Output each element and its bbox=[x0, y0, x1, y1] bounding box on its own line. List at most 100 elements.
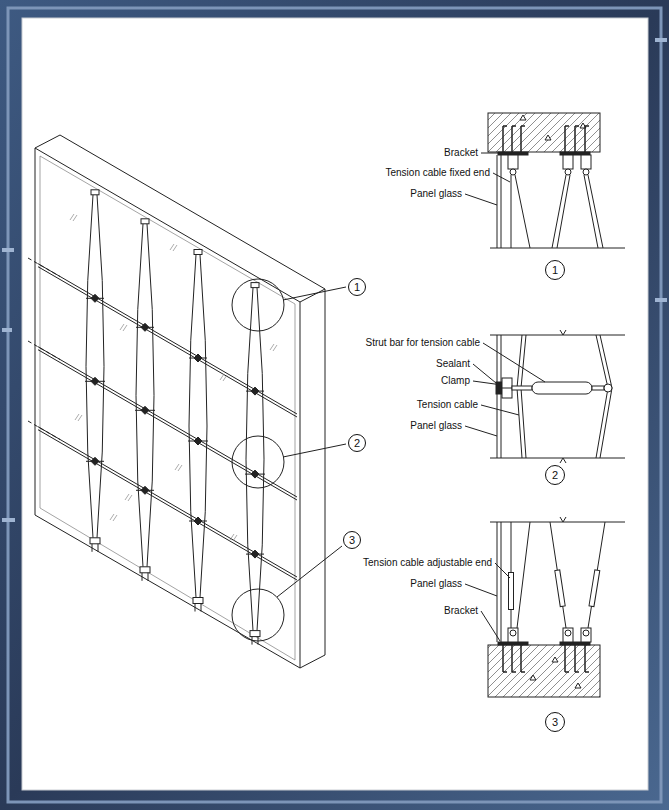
curtain-wall-isometric bbox=[28, 135, 346, 668]
detail-top-fixed-end-part bbox=[465, 153, 510, 205]
part-label: Panel glass bbox=[410, 578, 462, 590]
detail-top-fixed-end-part bbox=[488, 113, 600, 152]
curtain-wall-isometric-part-part bbox=[193, 598, 203, 604]
callout-number: 2 bbox=[552, 469, 558, 481]
curtain-wall-isometric-part-part bbox=[140, 567, 150, 573]
curtain-wall-isometric-part-part bbox=[91, 190, 99, 195]
callout-number: 1 bbox=[354, 281, 360, 293]
curtain-wall-isometric-part-part bbox=[141, 323, 149, 494]
detail-bottom-adjustable-end-part bbox=[510, 630, 516, 636]
curtain-wall-isometric-part-part bbox=[250, 631, 260, 637]
detail-strut-bar-part bbox=[517, 335, 612, 458]
detail-strut-bar-part bbox=[502, 388, 512, 389]
curtain-wall-isometric-part-part bbox=[251, 283, 259, 288]
part-label: Strut bar for tension cable bbox=[365, 337, 480, 349]
detail-strut-bar-part bbox=[490, 335, 625, 458]
part-label: Bracket bbox=[444, 605, 478, 617]
curtain-wall-isometric-part bbox=[40, 156, 295, 660]
curtain-wall-isometric-part bbox=[232, 279, 284, 331]
detail-bottom-adjustable-end-part bbox=[503, 645, 589, 672]
part-label: Tension cable adjustable end bbox=[363, 557, 492, 569]
curtain-wall-isometric-part-part bbox=[141, 219, 149, 224]
part-label: Tension cable bbox=[417, 399, 478, 411]
curtain-wall-isometric-part bbox=[28, 258, 60, 440]
detail-bottom-adjustable-end-part bbox=[511, 570, 597, 610]
part-label: Sealant bbox=[436, 358, 470, 370]
detail-top-fixed-end-part bbox=[520, 115, 586, 140]
curtain-wall-isometric-part bbox=[91, 294, 259, 558]
detail-top-fixed-end-part bbox=[510, 169, 516, 175]
detail-top-fixed-end-part bbox=[511, 175, 603, 248]
callout-number: 1 bbox=[552, 264, 558, 276]
curtain-wall-isometric-part bbox=[277, 287, 346, 597]
detail-strut-bar-part bbox=[532, 382, 592, 394]
detail-bottom-adjustable-end-part bbox=[581, 628, 591, 642]
detail-top-fixed-end-part bbox=[565, 169, 571, 175]
detail-bottom-adjustable-end-part bbox=[583, 630, 589, 636]
detail-strut-bar-part bbox=[560, 330, 566, 463]
callout-number: 3 bbox=[552, 716, 558, 728]
curtain-wall-isometric-part-part bbox=[90, 538, 100, 544]
callout-number: 3 bbox=[349, 534, 355, 546]
curtain-wall-isometric-part bbox=[38, 264, 297, 417]
detail-strut-bar bbox=[465, 330, 625, 463]
curtain-wall-isometric-part bbox=[136, 224, 154, 567]
detail-strut-bar-part bbox=[592, 386, 604, 390]
part-label: Clamp bbox=[441, 375, 470, 387]
detail-strut-bar-part bbox=[604, 384, 612, 392]
curtain-wall-isometric-part bbox=[92, 544, 258, 645]
curtain-wall-isometric-part bbox=[38, 427, 297, 580]
part-label: Panel glass bbox=[410, 420, 462, 432]
page-frame-part bbox=[22, 18, 648, 790]
curtain-wall-isometric-part bbox=[232, 589, 284, 641]
detail-bottom-adjustable-end-part bbox=[511, 522, 605, 628]
curtain-wall-isometric-part bbox=[35, 148, 300, 668]
curtain-wall-isometric-part-part bbox=[194, 354, 202, 525]
curtain-wall-isometric-part bbox=[86, 195, 104, 538]
callout-circle: 3 bbox=[343, 531, 361, 549]
detail-bottom-adjustable-end-part bbox=[488, 645, 600, 697]
detail-bottom-adjustable-end-part bbox=[565, 630, 571, 636]
callout-circle: 2 bbox=[545, 465, 565, 485]
detail-bottom-adjustable-end-part bbox=[560, 517, 566, 522]
detail-bottom-adjustable-end bbox=[465, 517, 625, 697]
detail-bottom-adjustable-end-part bbox=[563, 628, 573, 642]
callout-circle: 3 bbox=[545, 712, 565, 732]
curtain-wall-isometric-part-part bbox=[251, 387, 259, 558]
detail-bottom-adjustable-end-part bbox=[508, 628, 518, 642]
curtain-wall-isometric-part bbox=[38, 347, 297, 500]
part-label: Bracket bbox=[444, 147, 478, 159]
detail-top-fixed-end-part bbox=[503, 126, 589, 152]
detail-top-fixed-end-part bbox=[583, 169, 589, 175]
detail-strut-bar-part bbox=[465, 343, 545, 436]
part-label: Tension cable fixed end bbox=[385, 167, 490, 179]
curtain-wall-isometric-part bbox=[90, 190, 260, 637]
curtain-wall-isometric-part-part bbox=[194, 250, 202, 255]
callout-circle: 2 bbox=[348, 434, 366, 452]
detail-strut-bar-part bbox=[502, 378, 512, 398]
detail-bottom-adjustable-end-part bbox=[465, 563, 510, 641]
page-frame-part bbox=[8, 8, 661, 802]
detail-top-fixed-end bbox=[465, 113, 625, 248]
callout-number: 2 bbox=[354, 437, 360, 449]
detail-top-fixed-end-part bbox=[581, 155, 591, 169]
detail-strut-bar-part bbox=[512, 386, 532, 390]
curtain-wall-isometric-part-part bbox=[91, 294, 99, 465]
curtain-wall-isometric-part bbox=[246, 288, 264, 631]
callout-circle: 1 bbox=[545, 260, 565, 280]
curtain-wall-isometric-part bbox=[85, 298, 265, 554]
detail-bottom-adjustable-end-part bbox=[497, 522, 501, 642]
detail-bottom-adjustable-end-part bbox=[511, 571, 597, 609]
detail-top-fixed-end-part bbox=[563, 155, 573, 169]
detail-top-fixed-end-part bbox=[490, 248, 625, 249]
callout-circle: 1 bbox=[348, 278, 366, 296]
part-label: Panel glass bbox=[410, 188, 462, 200]
detail-bottom-adjustable-end-part bbox=[530, 657, 581, 688]
curtain-wall-isometric-part bbox=[189, 255, 207, 598]
